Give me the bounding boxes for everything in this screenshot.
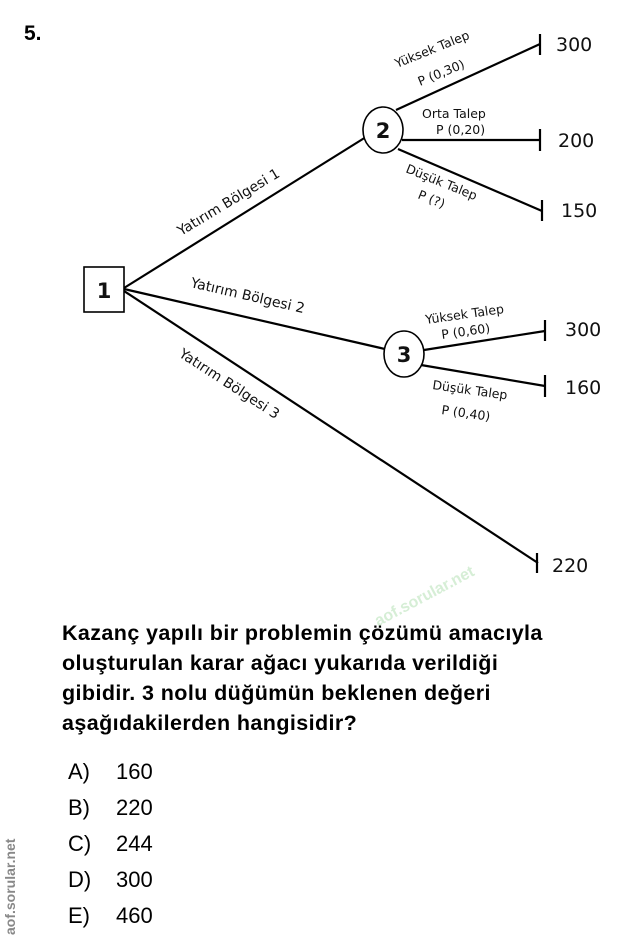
branch-region-1-line <box>123 136 367 289</box>
decision-node-1 <box>83 266 125 313</box>
node2-medium-demand-prob: P (0,20) <box>436 122 485 137</box>
node3-low-demand-label: Düşük Talep <box>432 377 509 402</box>
node3-high-demand-line <box>423 329 546 352</box>
question-line: oluşturulan karar ağacı yukarıda verildi… <box>62 651 499 675</box>
decision-tree-diagram: 1 2 3 Yatırım Bölgesi 1 Yatırım Bölgesi … <box>83 27 601 577</box>
option-a[interactable]: A) 160 <box>68 754 153 790</box>
option-letter: C) <box>68 831 92 856</box>
chance-node-2 <box>362 106 404 154</box>
node3-high-demand-prob: P (0,60) <box>440 320 491 342</box>
option-value: 220 <box>116 795 153 820</box>
node2-medium-demand-label: Orta Talep <box>422 106 486 121</box>
node2-high-demand-prob: P (0,30) <box>416 56 467 88</box>
option-letter: B) <box>68 795 90 820</box>
answer-options: A) 160 B) 220 C) 244 D) 300 E) 460 <box>68 754 153 934</box>
branch-region-2-line <box>123 287 386 351</box>
decision-node-1-label: 1 <box>97 279 112 303</box>
option-letter: A) <box>68 759 90 784</box>
option-b[interactable]: B) 220 <box>68 790 153 826</box>
node2-high-demand-line <box>395 43 541 111</box>
option-e[interactable]: E) 460 <box>68 898 153 934</box>
option-c[interactable]: C) 244 <box>68 826 153 862</box>
node3-low-demand-prob: P (0,40) <box>441 402 492 424</box>
branch-region-3-line <box>123 290 539 564</box>
option-value: 300 <box>116 867 153 892</box>
option-value: 244 <box>116 831 153 856</box>
option-value: 160 <box>116 759 153 784</box>
payoff-value: 300 <box>556 34 592 56</box>
option-letter: D) <box>68 867 92 892</box>
question-line: aşağıdakilerden hangisidir? <box>62 711 358 735</box>
question-line: Kazanç yapılı bir problemin çözümü amacı… <box>62 621 543 645</box>
payoff-value: 300 <box>565 319 601 341</box>
question-number: 5. <box>24 22 42 45</box>
branch-region-2-label: Yatırım Bölgesi 2 <box>188 275 306 317</box>
chance-node-3 <box>383 330 425 378</box>
watermark-side: aof.sorular.net <box>2 838 18 935</box>
node3-low-demand-line <box>420 363 546 388</box>
chance-node-3-label: 3 <box>397 343 412 367</box>
payoff-value: 200 <box>558 130 594 152</box>
node2-low-demand-line <box>397 147 543 213</box>
option-letter: E) <box>68 903 90 928</box>
question-line: gibidir. 3 nolu düğümün beklenen değeri <box>62 681 491 705</box>
branch-region-1-label: Yatırım Bölgesi 1 <box>174 166 283 240</box>
question-text: Kazanç yapılı bir problemin çözümü amacı… <box>62 618 612 738</box>
payoff-value: 160 <box>565 377 601 399</box>
option-value: 460 <box>116 903 153 928</box>
payoff-value: 150 <box>561 200 597 222</box>
payoff-value: 220 <box>552 555 588 577</box>
node2-low-demand-prob: P (?) <box>416 187 447 211</box>
chance-node-2-label: 2 <box>376 119 391 143</box>
option-d[interactable]: D) 300 <box>68 862 153 898</box>
